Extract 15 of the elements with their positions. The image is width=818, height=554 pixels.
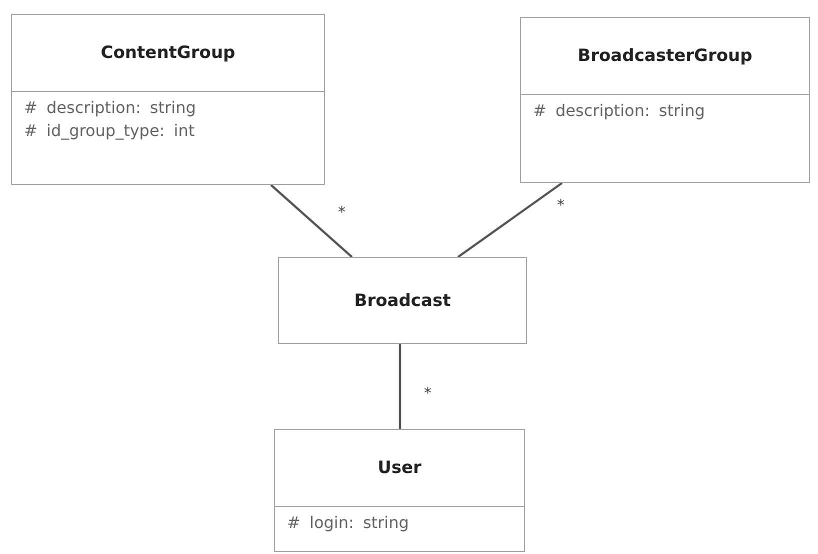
class-box [520,17,810,183]
class-name: User [378,458,422,478]
association-line [457,182,563,258]
class-name: BroadcasterGroup [578,46,752,66]
association-line [270,184,353,258]
attribute-text: # id_group_type: int [24,121,196,140]
class-name: Broadcast [354,290,451,310]
association-line [398,344,402,429]
class-box [11,14,325,185]
class-box [274,429,525,552]
attribute-text: # description: string [533,101,706,120]
attribute-text: # description: string [24,98,197,117]
class-name: ContentGroup [100,43,236,63]
attribute-text: # login: string [287,513,410,532]
class-box [278,257,527,344]
